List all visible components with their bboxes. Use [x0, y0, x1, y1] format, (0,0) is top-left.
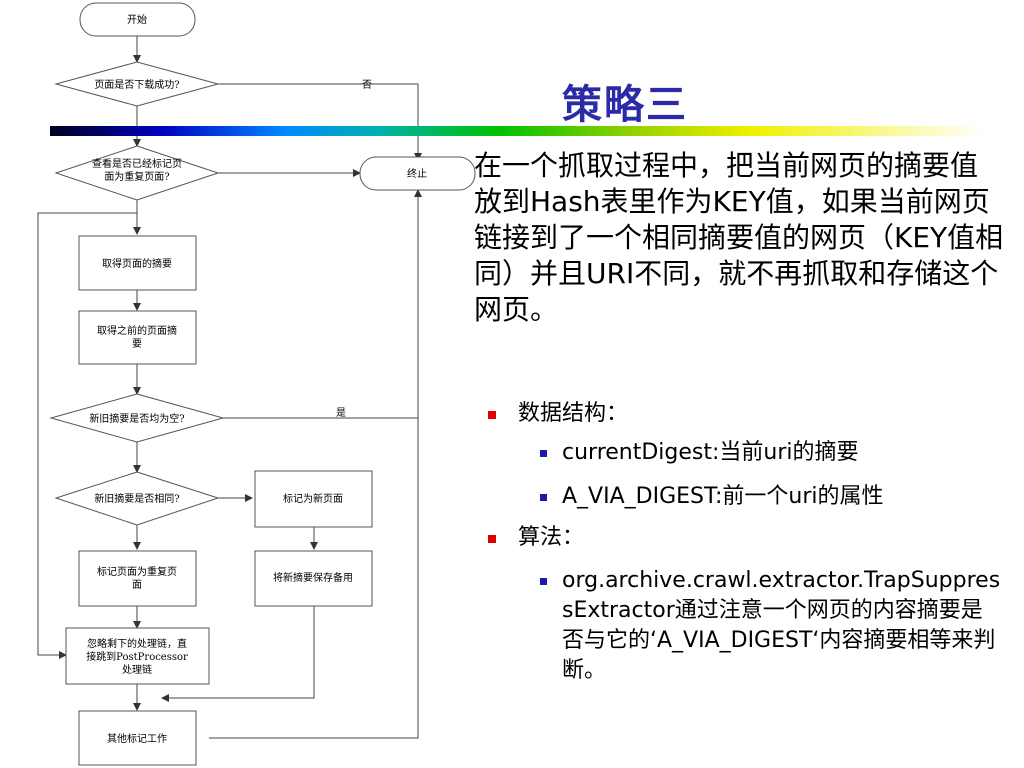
node-start: 开始	[79, 2, 196, 37]
node-skip-label-1: 忽略剩下的处理链，直	[87, 637, 187, 650]
edge-other-to-end	[209, 268, 419, 739]
node-empty-decision: 新旧摘要是否均为空?	[49, 393, 225, 443]
node-get-prev-label-1: 取得之前的页面摘	[97, 324, 177, 337]
flowchart: 否 是 开始 页面是否下载成功? 查看是否已经标记页 面为重复页面? 终止 取得…	[37, 2, 476, 766]
slide-body-text: 在一个抓取过程中，把当前网页的摘要值放到Hash表里作为KEY值，如果当前网页链…	[474, 149, 1004, 326]
edge-label-yes: 是	[336, 407, 346, 419]
node-save-digest: 将新摘要保存备用	[254, 550, 373, 607]
node-mark-new: 标记为新页面	[254, 470, 373, 528]
edge-empty-yes-to-end	[223, 189, 422, 419]
node-mark-duplicate: 标记页面为重复页 面	[78, 550, 197, 607]
node-skip-chain: 忽略剩下的处理链，直 接跳到PostProcessor 处理链	[65, 627, 210, 685]
node-end-label: 终止	[407, 167, 427, 180]
node-marked-decision: 查看是否已经标记页 面为重复页面?	[54, 145, 220, 201]
node-same-label: 新旧摘要是否相同?	[94, 492, 179, 505]
node-mark-new-label: 标记为新页面	[283, 492, 343, 505]
node-empty-label: 新旧摘要是否均为空?	[89, 412, 184, 425]
node-same-decision: 新旧摘要是否相同?	[54, 471, 220, 526]
bullet-algorithm-detail: org.archive.crawl.extractor.TrapSuppress…	[540, 566, 1002, 686]
edge-download-no-to-end	[218, 83, 422, 161]
node-download-label: 页面是否下载成功?	[94, 79, 179, 91]
node-get-prev-digest: 取得之前的页面摘 要	[78, 310, 197, 365]
node-end: 终止	[359, 156, 476, 191]
node-marked-label-1: 查看是否已经标记页	[92, 157, 182, 170]
bullet-via-digest-text: A_VIA_DIGEST:前一个uri的属性	[562, 484, 884, 509]
bullet-current-digest: currentDigest:当前uri的摘要	[540, 438, 980, 468]
node-other-work-label: 其他标记工作	[107, 732, 167, 745]
node-get-digest-label: 取得页面的摘要	[102, 257, 172, 270]
edge-label-no: 否	[362, 79, 372, 91]
node-marked-label-2: 面为重复页面?	[104, 170, 169, 183]
bullet-data-structure-label: 数据结构：	[518, 401, 629, 426]
node-other-work: 其他标记工作	[78, 710, 197, 766]
flowchart-edges	[37, 36, 422, 739]
bullet-algorithm-label: 算法：	[518, 525, 585, 550]
node-get-prev-label-2: 要	[132, 338, 142, 350]
edge-marked-to-skip	[37, 212, 137, 659]
node-mark-dup-label-1: 标记页面为重复页	[97, 565, 177, 578]
node-skip-label-3: 处理链	[122, 663, 152, 676]
node-get-digest: 取得页面的摘要	[78, 235, 197, 291]
edge-save-to-other	[161, 606, 315, 702]
node-skip-label-2: 接跳到PostProcessor	[86, 650, 188, 663]
node-start-label: 开始	[127, 13, 147, 26]
node-save-digest-label: 将新摘要保存备用	[273, 571, 353, 584]
bullet-via-digest: A_VIA_DIGEST:前一个uri的属性	[540, 482, 1010, 512]
node-mark-dup-label-2: 面	[132, 580, 142, 591]
gradient-divider	[50, 126, 984, 136]
bullet-algorithm-detail-text: org.archive.crawl.extractor.TrapSuppress…	[562, 568, 1001, 683]
slide-title: 策略三	[562, 82, 688, 128]
bullet-current-digest-text: currentDigest:当前uri的摘要	[562, 440, 859, 465]
node-download-decision: 页面是否下载成功?	[54, 61, 220, 107]
